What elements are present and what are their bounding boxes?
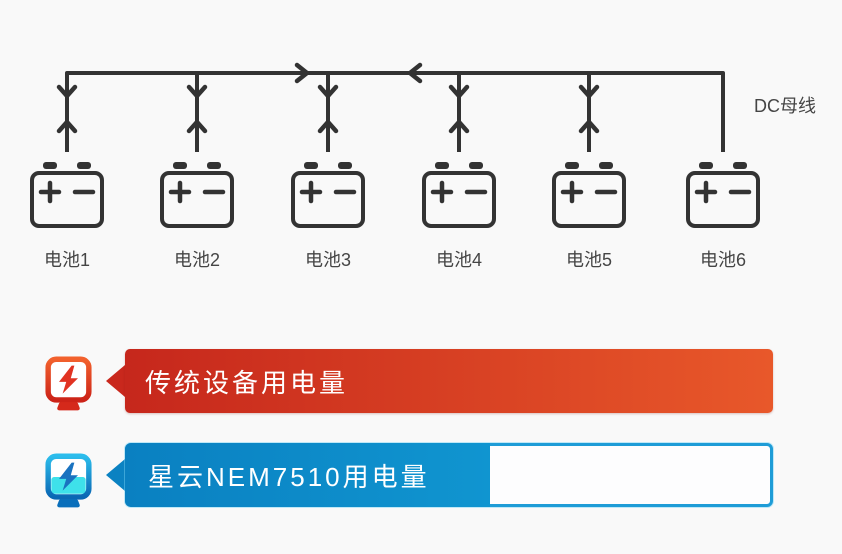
battery-icon: [686, 162, 760, 228]
battery-icon: [291, 162, 365, 228]
bus-arrow-left-icon: [407, 62, 423, 84]
blue-bar-pointer: [106, 459, 125, 491]
dc-bus-wiring-diagram: [56, 62, 725, 152]
battery-label: 电池4: [435, 250, 482, 270]
battery-unit: 电池4: [422, 162, 496, 272]
flow-arrow-down-icon: [448, 84, 470, 99]
flow-arrow-down-icon: [56, 84, 78, 99]
bus-arrow-right-icon: [294, 62, 310, 84]
battery-label: 电池2: [173, 250, 220, 270]
battery-label: 电池3: [304, 250, 351, 270]
flow-arrow-up-icon: [448, 119, 470, 134]
red-bar-pointer: [106, 365, 125, 397]
battery-unit: 电池5: [552, 162, 626, 272]
battery-icon: [30, 162, 104, 228]
battery-unit: 电池3: [291, 162, 365, 272]
nebula-usage-label: 星云NEM7510用电量: [148, 461, 430, 492]
battery-label: 电池5: [565, 250, 612, 270]
nebula-usage-bar-fill: [125, 443, 490, 507]
nebula-usage-bar-track: 星云NEM7510用电量: [125, 443, 773, 507]
lightning-monitor-icon-blue: [45, 453, 92, 508]
battery-unit: 电池1: [30, 162, 104, 272]
flow-arrow-up-icon: [56, 119, 78, 134]
flow-arrow-down-icon: [578, 84, 600, 99]
battery-icon: [160, 162, 234, 228]
dc-bus-line: [65, 71, 725, 152]
flow-arrow-down-icon: [317, 84, 339, 99]
flow-arrow-up-icon: [317, 119, 339, 134]
lightning-monitor-icon-red: [45, 356, 92, 411]
battery-unit: 电池2: [160, 162, 234, 272]
battery-icon: [422, 162, 496, 228]
dc-bus-label: DC母线: [754, 96, 816, 116]
battery-unit: 电池6: [686, 162, 760, 272]
flow-arrow-down-icon: [186, 84, 208, 99]
traditional-usage-bar: 传统设备用电量: [125, 349, 773, 413]
battery-label: 电池6: [699, 250, 746, 270]
flow-arrow-up-icon: [186, 119, 208, 134]
battery-label: 电池1: [43, 250, 90, 270]
flow-arrow-up-icon: [578, 119, 600, 134]
battery-icon: [552, 162, 626, 228]
traditional-usage-label: 传统设备用电量: [145, 367, 349, 398]
